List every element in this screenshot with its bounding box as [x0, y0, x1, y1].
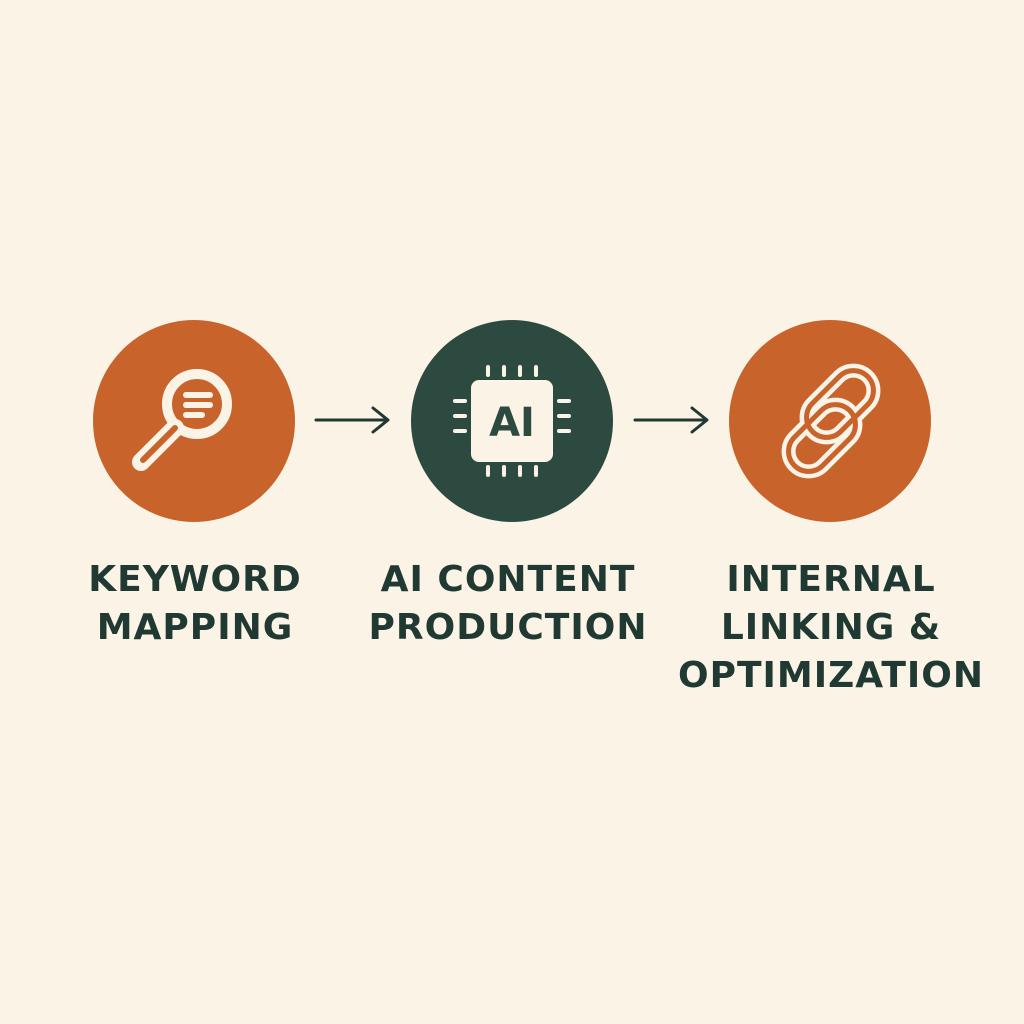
right-arrow-icon: [632, 405, 712, 435]
ai-content-circle: AI: [411, 320, 613, 522]
label-line: AI CONTENT: [380, 559, 636, 600]
keyword-mapping-circle: [93, 320, 295, 522]
chip-label: AI: [489, 400, 535, 446]
label-line: KEYWORD: [88, 559, 302, 600]
label-line: PRODUCTION: [368, 607, 648, 648]
label-line: OPTIMIZATION: [677, 655, 984, 696]
right-arrow-icon: [313, 405, 393, 435]
step-label-ai-content-production: AI CONTENT PRODUCTION: [348, 556, 668, 652]
label-line: LINKING &: [720, 607, 942, 648]
step-label-internal-linking: INTERNAL LINKING & OPTIMIZATION: [671, 556, 991, 700]
internal-linking-circle: [729, 320, 931, 522]
magnifier-icon: [132, 369, 232, 471]
ai-chip-icon: AI: [453, 365, 571, 477]
label-line: MAPPING: [96, 607, 294, 648]
chain-link-icon: [781, 363, 881, 479]
label-line: INTERNAL: [726, 559, 936, 600]
step-label-keyword-mapping: KEYWORD MAPPING: [35, 556, 355, 652]
